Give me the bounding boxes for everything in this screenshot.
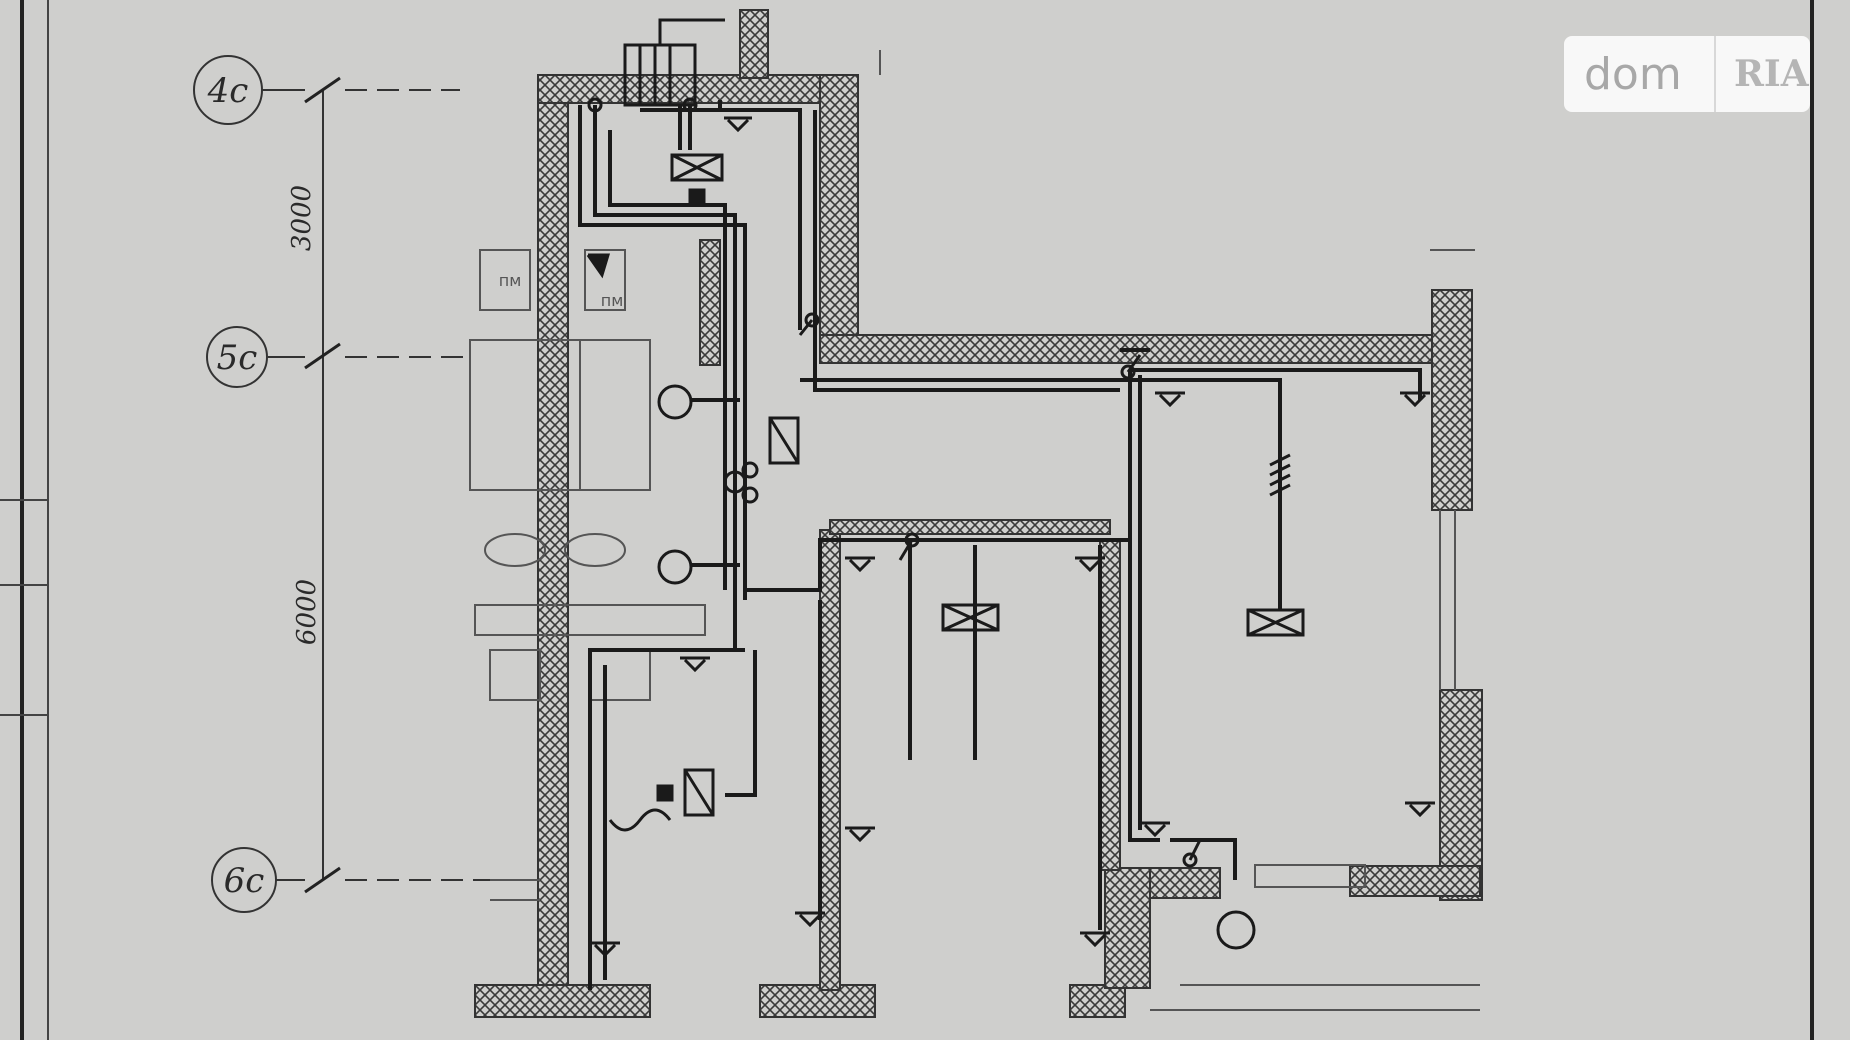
axis-label-4c: 4с [207,71,249,111]
fixture-label-2: пм [601,291,624,310]
ceiling-lamp-icon [670,153,1305,817]
watermark-ria-text: RIA [1734,53,1809,95]
axis-marker-6c: 6с [211,847,277,913]
dimension-chain [262,76,490,894]
socket-icons [590,116,1435,958]
axis-marker-5c: 5с [206,326,268,388]
distribution-box-icon [586,188,1291,832]
fixture-label-1: пм [499,271,522,290]
axis-label-5c: 5с [217,338,258,378]
watermark-logo: dom RIA [1564,36,1810,112]
axis-label-6c: 6с [224,861,265,901]
walls [474,9,1483,1018]
dimension-3000: 3000 [287,185,317,251]
axis-marker-4c: 4с [193,55,263,125]
light-fixture-round-icon [657,384,1256,950]
radiator-top-icon [623,18,725,107]
outlines [469,50,1480,1011]
dimension-6000: 6000 [292,579,322,645]
switch-icons [587,97,1202,868]
wiring [578,100,1422,990]
watermark-separator [1714,36,1716,112]
watermark-dom-text: dom [1584,48,1682,100]
